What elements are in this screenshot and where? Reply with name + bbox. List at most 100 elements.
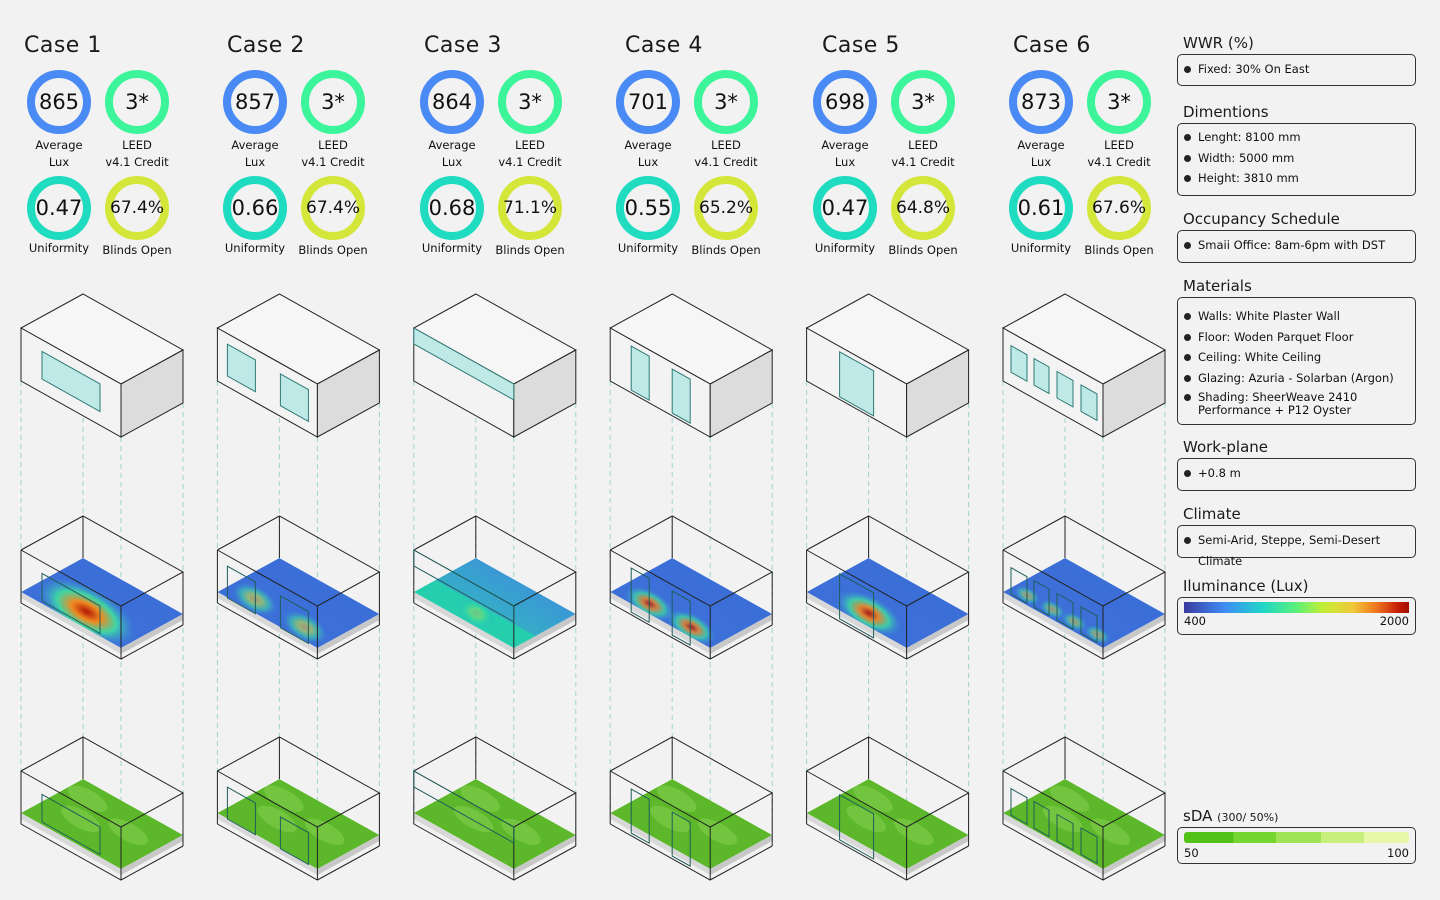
wwr-item: Fixed: 30% On East bbox=[1184, 59, 1409, 80]
illuminance-min: 400 bbox=[1184, 614, 1206, 628]
leed-credit-ring: 3* bbox=[301, 70, 365, 134]
building-model bbox=[412, 293, 577, 438]
illuminance-map bbox=[216, 515, 381, 660]
bullet-icon bbox=[1184, 374, 1191, 382]
building-model bbox=[216, 293, 381, 438]
box-edge bbox=[20, 602, 184, 660]
floor-edge bbox=[610, 592, 711, 654]
floor-edge bbox=[1003, 813, 1103, 875]
sda-patch bbox=[264, 785, 304, 812]
average-lux-label: Lux bbox=[1030, 155, 1052, 169]
floor-edge bbox=[317, 835, 380, 875]
occupancy-box: Smaii Office: 8am-6pm with DST bbox=[1177, 230, 1416, 263]
uniformity-label: Uniformity bbox=[617, 241, 679, 255]
sda-patch bbox=[846, 805, 887, 833]
leed-credit-ring: 3* bbox=[1087, 70, 1151, 134]
building-model bbox=[1001, 293, 1167, 438]
occupancy-item: Smaii Office: 8am-6pm with DST bbox=[1184, 235, 1409, 256]
material-item: Floor: Woden Parquet Floor bbox=[1184, 327, 1409, 348]
sda-map bbox=[1002, 736, 1167, 881]
leed-credit-label: LEED bbox=[515, 138, 545, 152]
building-model bbox=[19, 293, 185, 438]
leed-credit-ring: 3* bbox=[105, 70, 169, 134]
illuminance-base bbox=[1003, 558, 1165, 648]
uniformity-label: Uniformity bbox=[1010, 241, 1072, 255]
blinds-open-label: Blinds Open bbox=[888, 243, 958, 257]
illuminance-hotspot bbox=[1039, 599, 1066, 620]
bullet-icon bbox=[1184, 242, 1191, 249]
illuminance-map bbox=[413, 515, 577, 660]
climate-box: Semi-Arid, Steppe, Semi-Desert Climate bbox=[1177, 525, 1416, 568]
sda-max: 100 bbox=[1387, 846, 1409, 860]
illuminance-map bbox=[806, 515, 970, 660]
side-wall-face bbox=[316, 349, 380, 438]
bullet-icon bbox=[1184, 154, 1191, 162]
window-outline bbox=[839, 793, 875, 860]
leed-credit-label: v4.1 Credit bbox=[301, 155, 365, 169]
floor-edge bbox=[317, 614, 380, 654]
floor-edge bbox=[513, 614, 576, 654]
blinds-open-ring: 67.4% bbox=[301, 176, 365, 240]
floor-edge bbox=[121, 835, 183, 875]
leed-credit-label: v4.1 Credit bbox=[498, 155, 562, 169]
sda-patch bbox=[460, 785, 501, 812]
sda-map bbox=[609, 736, 774, 881]
box-edge bbox=[806, 823, 969, 881]
climate-item: Semi-Arid, Steppe, Semi-Desert Climate bbox=[1184, 530, 1409, 571]
blinds-open-ring: 67.4% bbox=[105, 176, 169, 240]
box-edge bbox=[217, 602, 380, 660]
uniformity-ring: 0.61 bbox=[1009, 176, 1073, 240]
sda-patch bbox=[650, 805, 690, 833]
floor-edge bbox=[1003, 592, 1103, 654]
side-wall-face bbox=[513, 349, 577, 438]
uniformity-ring: 0.66 bbox=[223, 176, 287, 240]
blinds-open-ring: 71.1% bbox=[498, 176, 562, 240]
floor-edge bbox=[217, 592, 318, 654]
window-outline bbox=[671, 590, 691, 646]
window-glazing bbox=[1033, 357, 1050, 395]
window-outline bbox=[1056, 592, 1074, 630]
blinds-open-ring: 67.6% bbox=[1087, 176, 1151, 240]
floor-map bbox=[413, 558, 576, 648]
window-glazing bbox=[1010, 344, 1028, 383]
leed-credit-label: v4.1 Credit bbox=[694, 155, 758, 169]
leed-credit-label: v4.1 Credit bbox=[891, 155, 955, 169]
leed-credit-label: v4.1 Credit bbox=[105, 155, 169, 169]
average-lux-label: Average bbox=[821, 138, 869, 152]
case-4-diagrams bbox=[609, 293, 774, 881]
illuminance-base bbox=[413, 558, 576, 648]
leed-credit-label: LEED bbox=[122, 138, 152, 152]
case-title: Case 3 bbox=[424, 33, 502, 58]
sda-patch bbox=[61, 805, 101, 833]
illuminance-base bbox=[806, 558, 969, 648]
uniformity-label: Uniformity bbox=[814, 241, 876, 255]
climate-title: Climate bbox=[1183, 505, 1241, 523]
leed-credit-ring: 3* bbox=[891, 70, 955, 134]
bullet-icon bbox=[1184, 313, 1191, 320]
average-lux-label: Average bbox=[624, 138, 672, 152]
wwr-title: WWR (%) bbox=[1183, 34, 1254, 52]
average-lux-ring: 873 bbox=[1009, 70, 1073, 134]
case-title: Case 1 bbox=[24, 33, 102, 58]
sda-title: sDA (300/ 50%) bbox=[1183, 807, 1279, 825]
uniformity-label: Uniformity bbox=[224, 241, 286, 255]
illuminance-hotspot bbox=[36, 577, 137, 646]
sda-patch bbox=[67, 785, 108, 812]
sda-map bbox=[216, 736, 381, 881]
leed-credit-label: LEED bbox=[318, 138, 348, 152]
box-edge bbox=[1002, 823, 1166, 881]
floor-map bbox=[806, 779, 969, 869]
window-outline bbox=[1080, 606, 1098, 644]
window-glazing bbox=[413, 327, 515, 401]
average-lux-ring: 857 bbox=[223, 70, 287, 134]
side-wall-face bbox=[709, 349, 773, 438]
window-outline bbox=[1033, 800, 1050, 838]
average-lux-ring: 698 bbox=[813, 70, 877, 134]
floor-map bbox=[21, 558, 183, 648]
building-model bbox=[609, 293, 774, 438]
window-glazing bbox=[226, 343, 256, 393]
illuminance-title: Iluminance (Lux) bbox=[1183, 577, 1309, 595]
floor-edge bbox=[413, 813, 514, 875]
average-lux-ring: 865 bbox=[27, 70, 91, 134]
